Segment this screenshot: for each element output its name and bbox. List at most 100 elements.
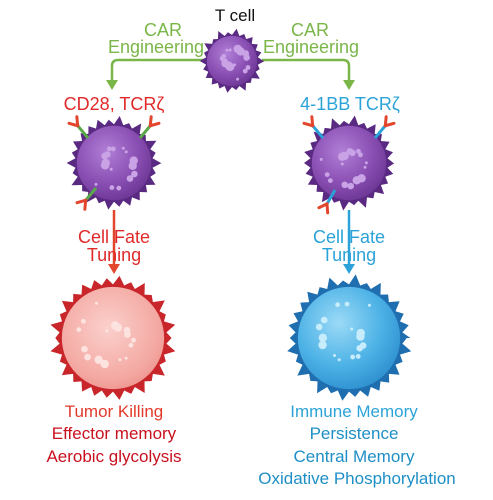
left-tuning-label: Tuning	[86, 245, 142, 265]
cell-texture-dot	[131, 170, 138, 178]
car-receptor	[75, 187, 98, 211]
effector-cell-icon	[50, 275, 176, 400]
cell-texture-dot	[104, 151, 111, 158]
cell-texture-dot	[333, 354, 336, 357]
cell-texture-dot	[128, 161, 137, 170]
right-cell-fate-label: Cell Fate	[312, 227, 386, 247]
cell-texture-dot	[95, 301, 98, 305]
cell-texture-dot	[350, 354, 356, 360]
cell-texture-dot	[344, 301, 350, 307]
memory-cell-icon	[287, 274, 412, 401]
cell-texture-dot	[109, 167, 113, 171]
cell-texture-dot	[363, 165, 367, 169]
cell-texture-dot	[84, 353, 91, 361]
car-receptor	[302, 115, 325, 139]
cell-texture-dot	[318, 340, 327, 350]
cell-texture-dot	[318, 333, 328, 342]
right-tuning-label: Tuning	[321, 245, 377, 265]
cell-texture-dot	[335, 302, 340, 308]
cell-texture-dot	[100, 359, 109, 369]
cell-texture-dot	[358, 152, 363, 158]
cell-texture-dot	[236, 77, 240, 81]
left-outcome-1: Tumor Killing	[64, 402, 164, 421]
left-engineering-label: Engineering	[107, 37, 205, 57]
cell-texture-dot	[128, 342, 134, 348]
cell-body	[206, 35, 258, 87]
cell-texture-dot	[340, 162, 344, 166]
left-outcome-3: Aerobic glycolysis	[46, 447, 182, 466]
cell-texture-dot	[364, 161, 368, 165]
right-outcome-1: Immune Memory	[290, 402, 418, 421]
cell-texture-dot	[113, 323, 123, 332]
cell-texture-dot	[106, 146, 112, 152]
cd28-construct-label: CD28, TCRζ	[63, 94, 165, 114]
right-outcome-4: Oxidative Phosphorylation	[258, 469, 456, 488]
cell-texture-dot	[110, 146, 116, 152]
cell-texture-dot	[105, 329, 109, 333]
cell-texture-dot	[337, 358, 341, 362]
cell-texture-dot	[352, 176, 361, 185]
cell-texture-dot	[236, 47, 245, 56]
cell-texture-dot	[124, 150, 128, 154]
cell-texture-dot	[356, 344, 364, 352]
cell-texture-dot	[124, 331, 131, 338]
cell-texture-dot	[121, 146, 125, 150]
left-car-label: CAR	[143, 20, 182, 40]
right-engineering-label: Engineering	[262, 37, 360, 57]
cell-texture-dot	[328, 178, 333, 184]
cell-texture-dot	[350, 327, 354, 331]
left-tuning-arrow	[108, 210, 120, 274]
cell-texture-dot	[81, 318, 86, 324]
41bb-construct-label: 4-1BB TCRζ	[300, 94, 400, 114]
cell-texture-dot	[221, 53, 227, 59]
car-receptor	[67, 115, 90, 139]
cell-texture-dot	[76, 327, 82, 332]
cell-texture-dot	[124, 356, 128, 360]
car-receptor	[138, 115, 161, 139]
cell-texture-dot	[101, 158, 110, 168]
cell-texture-dot	[349, 149, 356, 157]
right-outcome-2: Persistence	[309, 424, 399, 443]
cell-texture-dot	[116, 185, 122, 191]
cell-texture-dot	[243, 54, 250, 61]
cell-texture-dot	[356, 148, 361, 154]
cell-texture-dot	[221, 58, 229, 65]
t-cell-icon	[199, 28, 265, 93]
car-receptor	[373, 115, 396, 139]
left-outcome-2: Effector memory	[51, 424, 177, 443]
cell-body	[297, 286, 401, 390]
right-engineering-arrow	[262, 58, 355, 90]
right-tuning-arrow	[343, 210, 355, 274]
cell-texture-dot	[109, 185, 115, 191]
cell-texture-dot	[225, 48, 229, 52]
cell-texture-dot	[118, 358, 122, 362]
cell-texture-dot	[347, 182, 355, 190]
t-cell-label: T cell	[214, 6, 256, 25]
cell-texture-dot	[320, 316, 328, 324]
cell-texture-dot	[340, 151, 349, 161]
cell-texture-dot	[242, 68, 248, 74]
cell-texture-dot	[324, 172, 330, 178]
cell-texture-dot	[245, 65, 251, 70]
cell-texture-dot	[341, 181, 349, 189]
right-car-label: CAR	[290, 20, 329, 40]
cell-body	[61, 286, 165, 390]
right-outcome-3: Central Memory	[293, 447, 415, 466]
cell-texture-dot	[356, 332, 365, 341]
cell-texture-dot	[228, 48, 232, 52]
left-engineering-arrow	[106, 58, 205, 90]
left-cell-fate-label: Cell Fate	[77, 227, 151, 247]
car-t-cell-cd28-icon	[66, 115, 162, 211]
car-t-cell-41bb-icon	[302, 115, 396, 215]
cell-texture-dot	[131, 337, 136, 343]
cell-texture-dot	[367, 303, 371, 307]
cell-texture-dot	[126, 175, 134, 182]
car-receptor	[317, 189, 337, 215]
cell-texture-dot	[94, 355, 103, 364]
cell-texture-dot	[94, 182, 98, 186]
cell-texture-dot	[315, 323, 323, 331]
cell-texture-dot	[319, 157, 323, 161]
cell-body	[76, 125, 152, 201]
